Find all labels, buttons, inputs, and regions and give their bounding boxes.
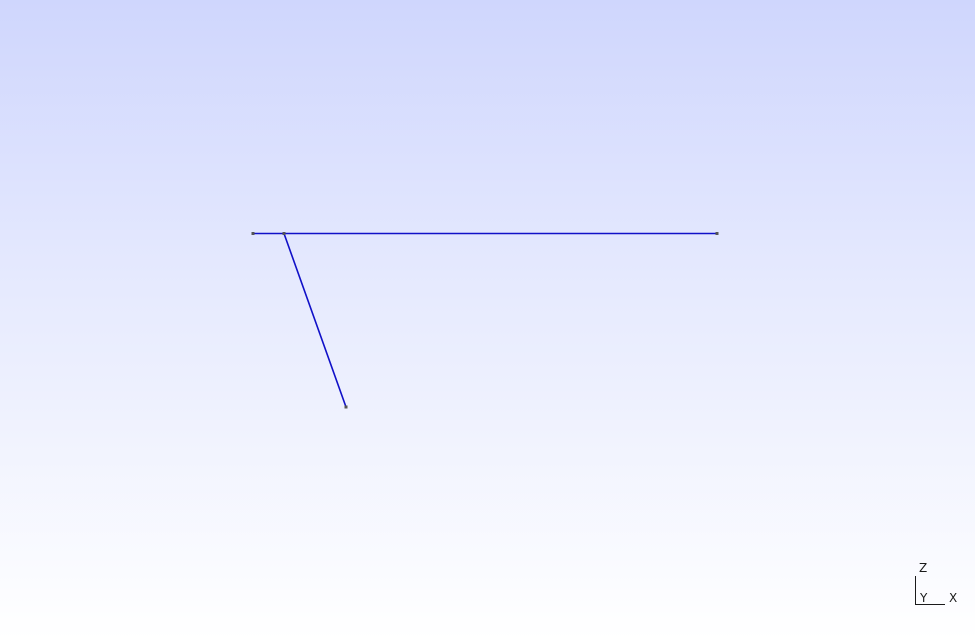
- x-axis-label: X: [949, 591, 958, 605]
- y-axis-label: Y: [920, 591, 928, 605]
- diagonal-member[interactable]: [283, 233, 347, 408]
- z-axis-label: Z: [919, 561, 928, 575]
- node-bottom-end[interactable]: [344, 405, 348, 409]
- node-right-end[interactable]: [715, 232, 719, 235]
- x-axis-line: [915, 604, 945, 605]
- node-left-end[interactable]: [251, 232, 255, 235]
- axis-triad: Z Y X: [912, 560, 972, 610]
- node-joint[interactable]: [282, 232, 286, 235]
- z-axis-line: [915, 576, 916, 605]
